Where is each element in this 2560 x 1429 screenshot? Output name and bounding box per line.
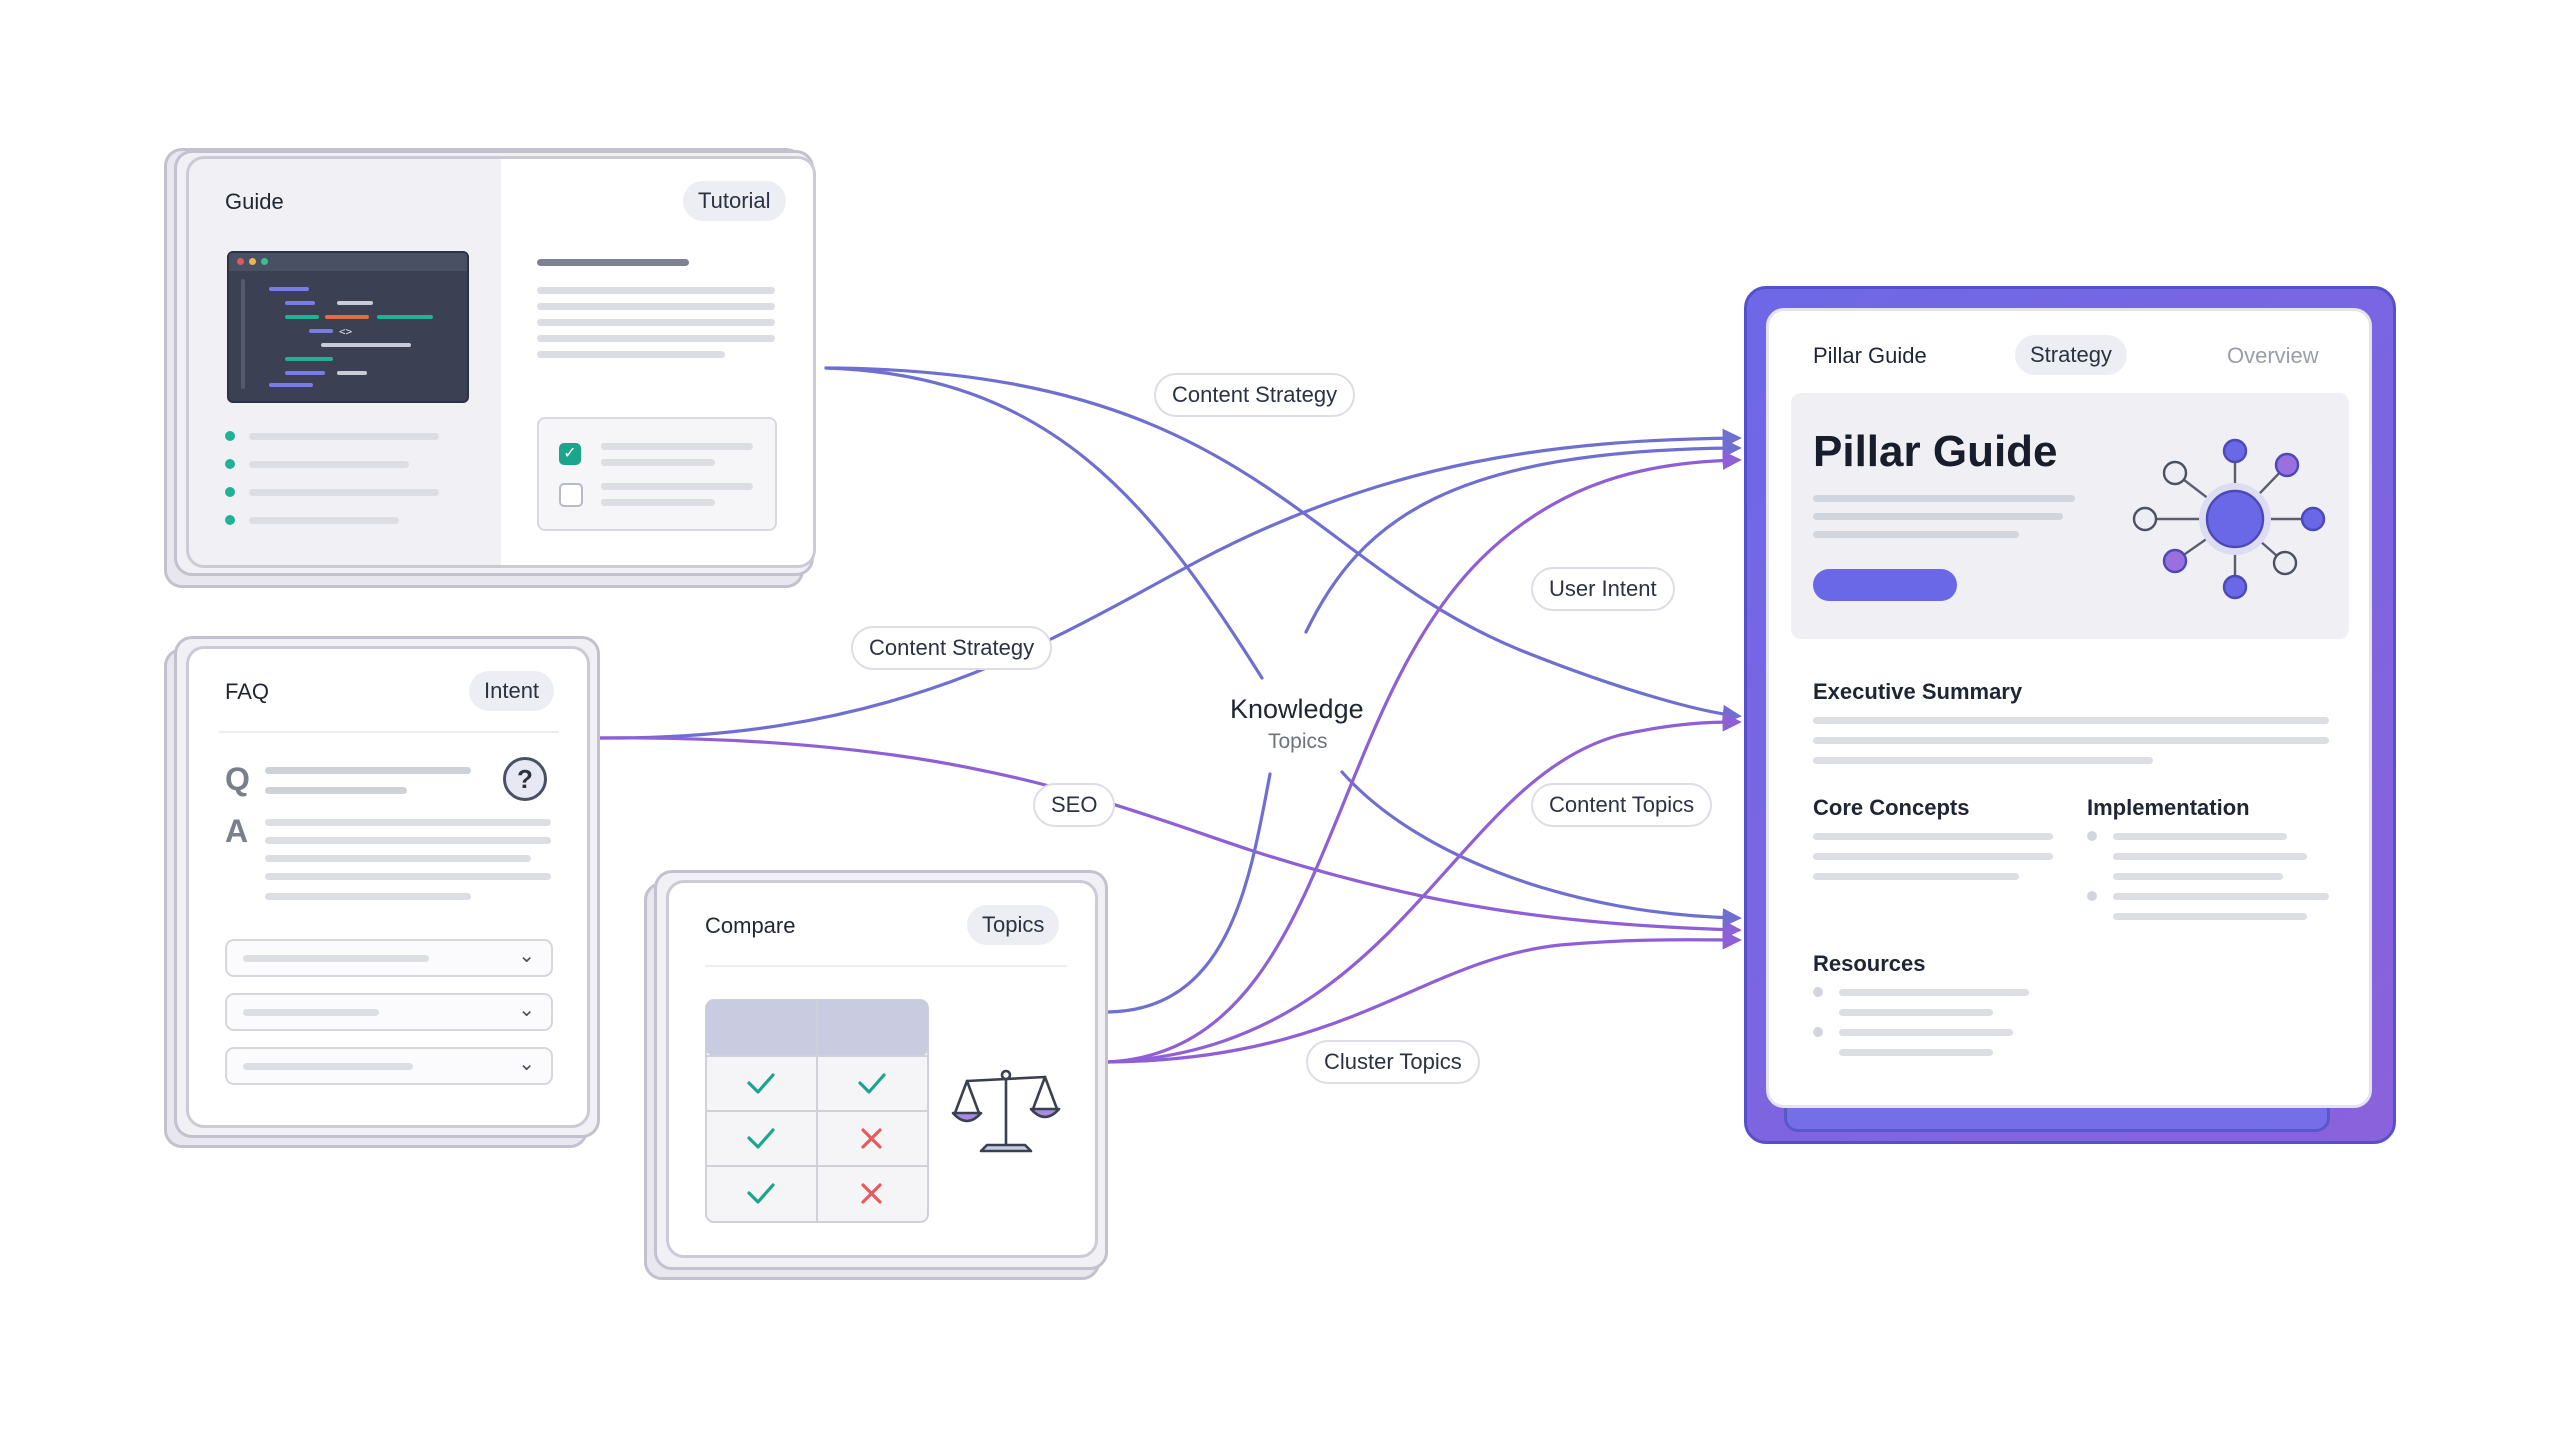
comparison-table bbox=[705, 999, 929, 1223]
pillar-card[interactable]: Pillar Guide Strategy Overview Pillar Gu… bbox=[1766, 308, 2372, 1108]
flow-compare-to-resources bbox=[1106, 930, 1742, 1064]
flow-compare-to-pillar-top bbox=[1106, 450, 1742, 1064]
pillar-hero-title: Pillar Guide bbox=[1813, 427, 2058, 476]
bullet-icon bbox=[225, 431, 235, 441]
faq-card-tag[interactable]: Intent bbox=[469, 671, 555, 711]
bullet-icon bbox=[225, 459, 235, 469]
compare-card-title: Compare bbox=[705, 913, 796, 938]
faq-q-label: Q bbox=[225, 761, 250, 797]
bullet-icon bbox=[1813, 987, 1823, 997]
flow-compare-to-executive bbox=[1106, 712, 1742, 1064]
edge-label-content-topics: Content Topics bbox=[1531, 783, 1713, 827]
section-executive-summary: Executive Summary bbox=[1813, 679, 2023, 704]
edge-label-user-intent: User Intent bbox=[1531, 567, 1675, 611]
edge-label-content-strategy-left: Content Strategy bbox=[851, 626, 1053, 670]
cross-icon bbox=[861, 1183, 882, 1204]
checklist-box: ✓ bbox=[537, 417, 777, 531]
checkbox-checked[interactable]: ✓ bbox=[559, 443, 581, 465]
checkbox-unchecked[interactable] bbox=[559, 483, 583, 507]
tab-overview[interactable]: Overview bbox=[2227, 343, 2319, 368]
compare-card-tag[interactable]: Topics bbox=[967, 905, 1060, 945]
edge-label-cluster-topics: Cluster Topics bbox=[1306, 1040, 1480, 1084]
guide-card-tag[interactable]: Tutorial bbox=[683, 181, 786, 221]
bullet-icon bbox=[2087, 891, 2097, 901]
flow-faq-to-core bbox=[598, 736, 1742, 940]
chevron-down-icon: ⌄ bbox=[518, 1053, 535, 1075]
guide-card[interactable]: Guide Tutorial <> ✓ bbox=[186, 156, 816, 568]
flow-hub-to-core bbox=[1340, 770, 1742, 928]
bullet-icon bbox=[225, 487, 235, 497]
check-icon bbox=[747, 1183, 775, 1204]
balance-scale-icon bbox=[951, 1069, 1061, 1153]
accordion-item[interactable]: ⌄ bbox=[225, 993, 553, 1031]
tab-pillar-guide[interactable]: Pillar Guide bbox=[1813, 343, 1927, 368]
flow-faq-to-pillar-top bbox=[598, 428, 1742, 740]
bullet-icon bbox=[1813, 1027, 1823, 1037]
cross-icon bbox=[861, 1128, 882, 1149]
faq-card-title: FAQ bbox=[225, 679, 270, 704]
tab-strategy[interactable]: Strategy bbox=[2015, 335, 2127, 375]
code-editor-icon: <> bbox=[227, 251, 469, 403]
flow-guide-to-executive bbox=[824, 366, 1742, 724]
guide-card-title: Guide bbox=[225, 189, 284, 214]
chevron-down-icon: ⌄ bbox=[518, 999, 535, 1021]
chevron-down-icon: ⌄ bbox=[518, 945, 535, 967]
hub-title: Knowledge bbox=[1230, 694, 1364, 724]
section-implementation: Implementation bbox=[2087, 795, 2250, 820]
edge-label-content-strategy-top: Content Strategy bbox=[1154, 373, 1356, 417]
pillar-hero-panel: Pillar Guide bbox=[1791, 393, 2349, 639]
edge-label-seo: SEO bbox=[1033, 783, 1116, 827]
flow-guide-to-hub bbox=[824, 366, 1264, 680]
bullet-icon bbox=[225, 515, 235, 525]
flow-compare-to-hub bbox=[1106, 772, 1272, 1014]
flow-hub-to-pillar-top bbox=[1304, 438, 1742, 634]
check-icon bbox=[858, 1073, 886, 1094]
compare-card[interactable]: Compare Topics bbox=[666, 880, 1098, 1258]
check-icon bbox=[747, 1073, 775, 1094]
section-resources: Resources bbox=[1813, 951, 1926, 976]
primary-cta-button[interactable] bbox=[1813, 569, 1957, 601]
section-core-concepts: Core Concepts bbox=[1813, 795, 1970, 820]
question-bubble-icon: ? bbox=[503, 757, 547, 801]
accordion-item[interactable]: ⌄ bbox=[225, 939, 553, 977]
faq-a-label: A bbox=[225, 813, 249, 849]
check-icon bbox=[747, 1128, 775, 1149]
faq-card[interactable]: FAQ Intent Q ? A ⌄ ⌄ ⌄ bbox=[186, 646, 590, 1128]
bullet-icon bbox=[2087, 831, 2097, 841]
accordion-item[interactable]: ⌄ bbox=[225, 1047, 553, 1085]
hub-subtitle: Topics bbox=[1268, 730, 1328, 753]
network-graph-icon bbox=[2132, 438, 2326, 600]
